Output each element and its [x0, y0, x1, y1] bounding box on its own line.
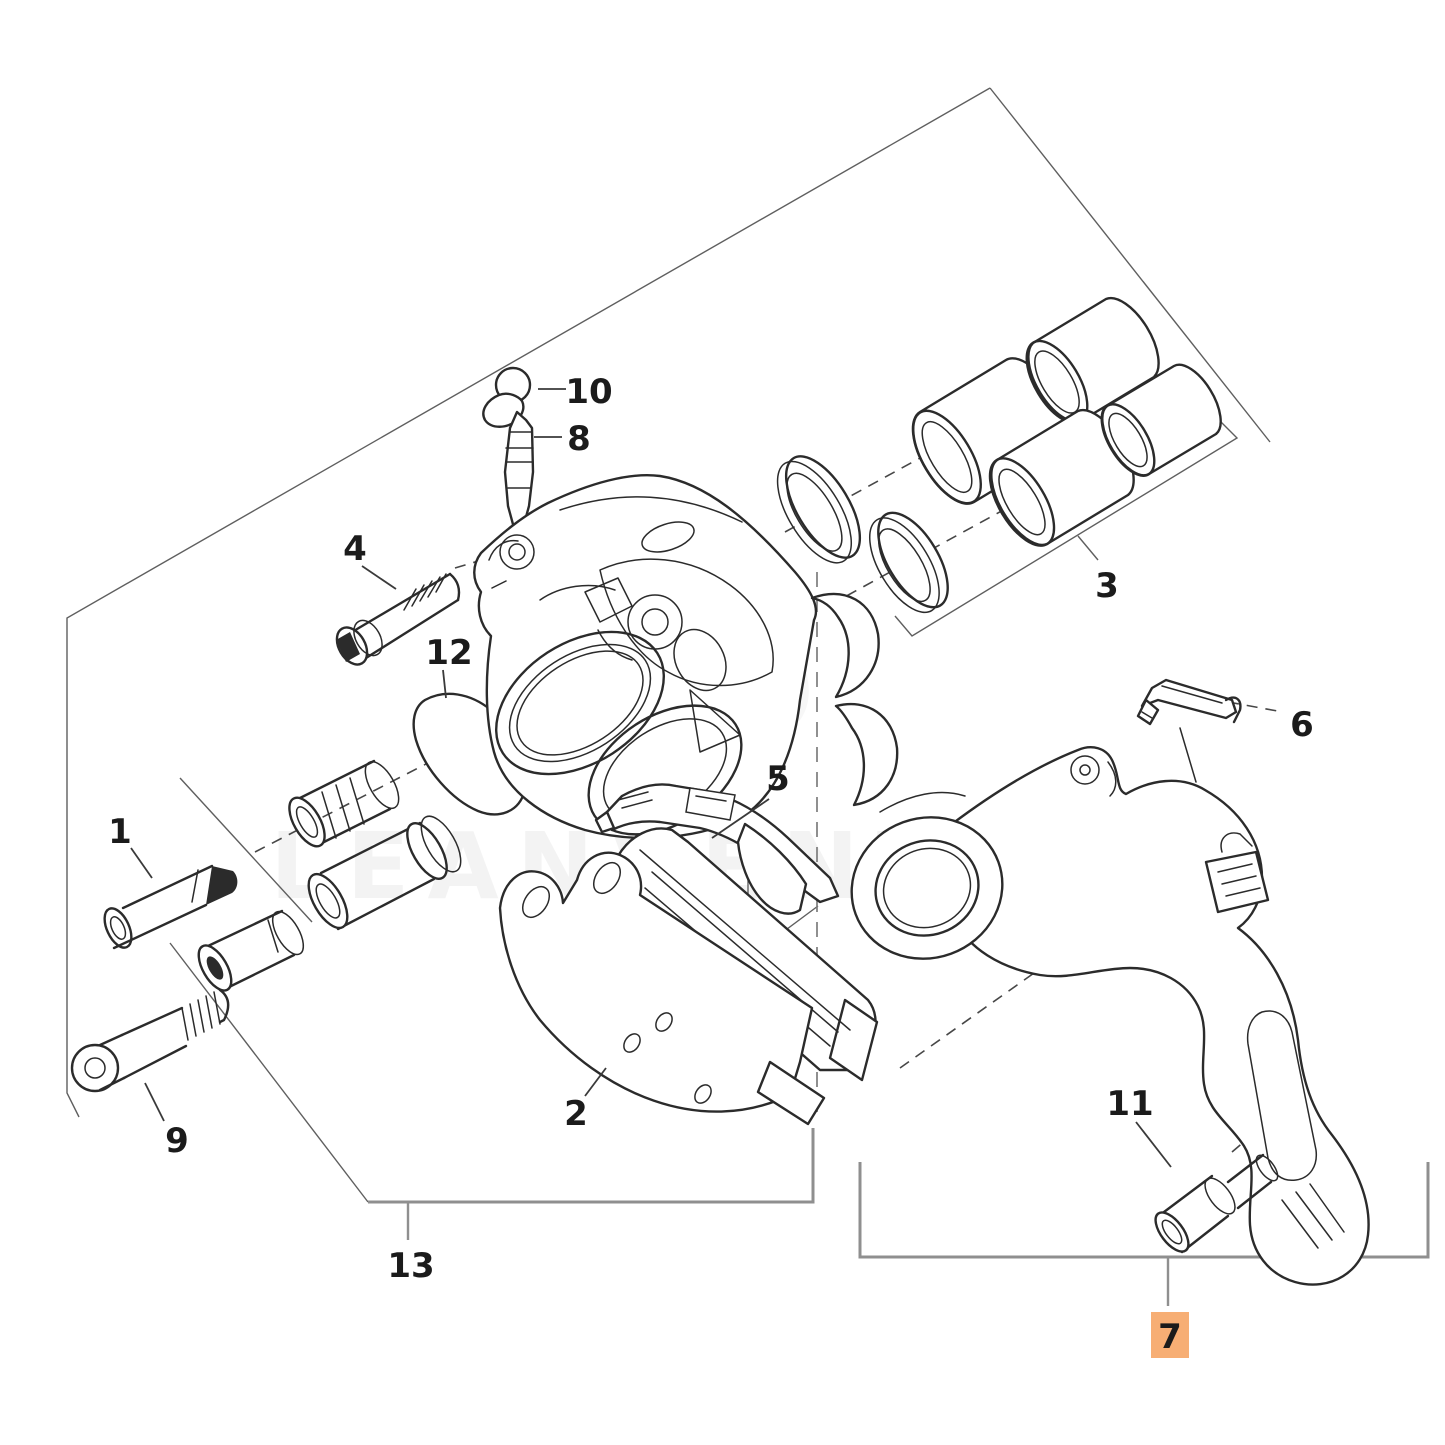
callout-5: 5	[766, 759, 790, 799]
part-1-pad-pin	[103, 864, 238, 950]
part-4-caliper-pin	[335, 572, 461, 666]
bushing-sleeve	[307, 815, 462, 931]
callout-7-highlighted: 7	[1151, 1312, 1189, 1358]
leader-lines	[130, 388, 1172, 1168]
part-2-brake-pads	[498, 827, 879, 1126]
callout-11: 11	[1106, 1084, 1153, 1124]
callout-10: 10	[565, 372, 612, 412]
callout-3: 3	[1095, 566, 1119, 606]
callout-8: 8	[567, 419, 591, 459]
bracket-3	[894, 418, 1239, 637]
callout-13: 13	[387, 1246, 434, 1286]
bracket-13	[368, 1128, 815, 1204]
part-11-pin	[1154, 1153, 1279, 1254]
caliper-carrier-bracket	[850, 727, 1370, 1286]
callout-9: 9	[165, 1121, 189, 1161]
part-9-mounting-bolt	[70, 988, 230, 1093]
callout-7-highlight-box	[1151, 1312, 1189, 1358]
callout-7: 7	[1158, 1317, 1182, 1357]
bushing-ribbed	[288, 759, 400, 848]
bracket-7	[858, 1162, 1430, 1259]
callout-labels: 1 2 3 4 5 6 8 9 10 11 12 13 7	[108, 372, 1314, 1358]
part-3-pistons	[911, 296, 1222, 547]
part-3-seals	[776, 455, 949, 614]
callout-6: 6	[1290, 705, 1314, 745]
part-6-retainer-clip	[1136, 678, 1242, 726]
callout-12: 12	[425, 633, 472, 673]
bushing-small	[197, 909, 305, 992]
callout-4: 4	[343, 529, 367, 569]
callout-1: 1	[108, 812, 132, 852]
part-5-pad-spring	[594, 783, 840, 915]
callout-2: 2	[564, 1094, 588, 1134]
